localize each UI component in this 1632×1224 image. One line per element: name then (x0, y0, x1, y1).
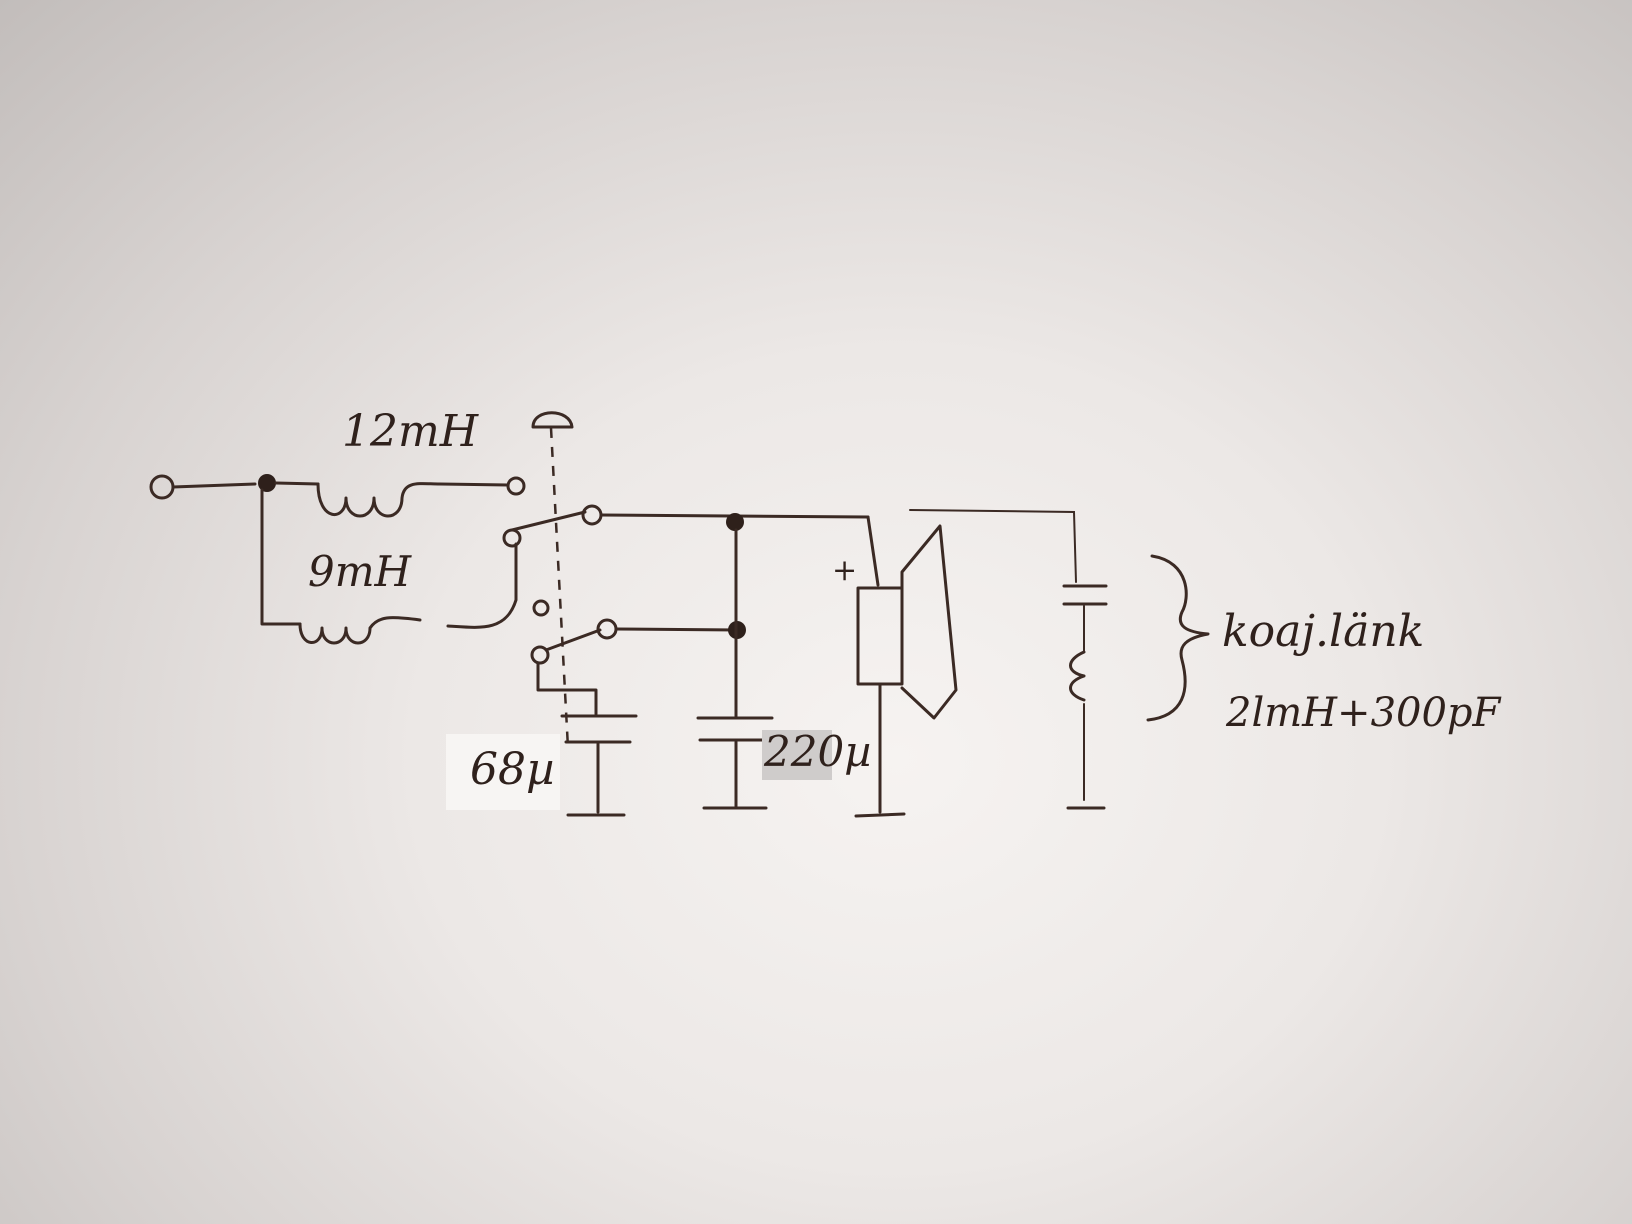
label-12mh: 12mH (342, 406, 480, 457)
wire-left-vertical (260, 488, 302, 626)
ground-speaker (854, 812, 906, 818)
switch-blade-bottom (544, 628, 602, 652)
wire-9mh-to-switch (446, 542, 518, 629)
coax-inductor (1069, 650, 1086, 702)
label-coax-values: 2lmH+300pF (1225, 690, 1502, 736)
wire-top-left (274, 481, 320, 486)
speaker-magnet (856, 586, 904, 686)
label-patch-68 (446, 734, 560, 810)
curly-brace (1146, 554, 1210, 722)
label-coax-title: koaj.länk (1222, 606, 1424, 657)
junction-dot-input (258, 474, 276, 492)
label-9mh: 9mH (308, 547, 413, 596)
label-patch-220 (762, 730, 832, 780)
label-plus: + (832, 553, 857, 588)
switch-contact-top-a (506, 476, 526, 496)
inductor-12mh (316, 482, 442, 518)
switch-common-top (581, 504, 603, 526)
switch-contact-bottom-a (532, 599, 550, 617)
speaker-cone (900, 524, 958, 720)
input-wire (171, 482, 257, 489)
switch-knob (531, 411, 574, 429)
switch-actuator-dashed (549, 427, 570, 749)
input-terminal (149, 474, 175, 500)
wire-top-right (438, 482, 510, 487)
label-cap-220: 220µ (763, 727, 871, 776)
switch-blade-top (510, 510, 587, 532)
switch-contact-top-b (502, 528, 522, 548)
junction-dot-top (726, 513, 744, 531)
inductor-9mh (298, 616, 422, 645)
coax-top-wire (909, 509, 1077, 583)
wire-to-cap-68 (536, 662, 598, 716)
label-cap-68: 68µ (470, 744, 555, 795)
switch-contact-bottom-b (530, 645, 550, 665)
middle-rail (614, 627, 740, 632)
wire-to-driver-plus (866, 515, 880, 587)
